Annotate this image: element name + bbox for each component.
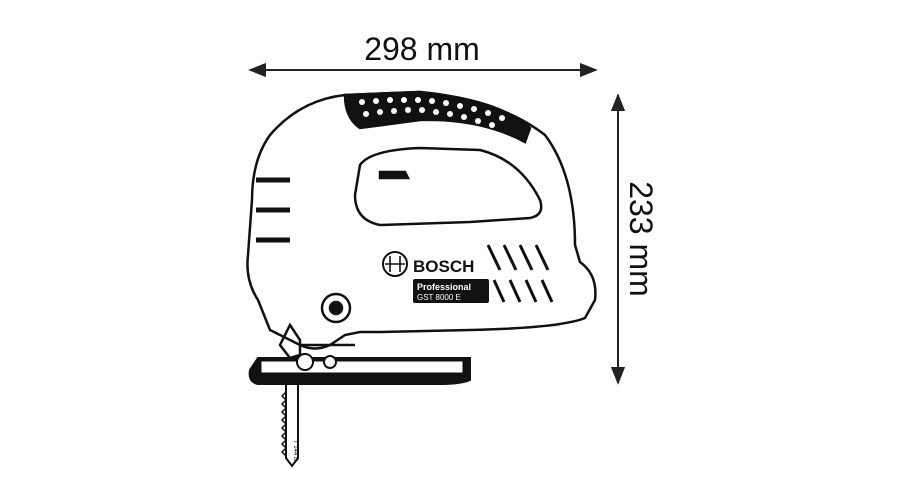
model-label: GST 8000 E [417, 293, 461, 302]
height-dimension: 233 mm [610, 93, 659, 385]
base-plate [248, 353, 471, 385]
blade: T 144 D [280, 383, 299, 468]
bosch-logo-icon [382, 251, 408, 277]
product-line-label: Professional [417, 282, 471, 292]
width-dimension-label: 298 mm [364, 31, 480, 67]
model-badge: Professional GST 8000 E [413, 279, 489, 303]
width-dimension: 298 mm [248, 31, 598, 78]
jigsaw-body [246, 90, 597, 360]
height-dimension-label: 233 mm [623, 181, 659, 297]
grip-dots-icon [359, 97, 505, 128]
brand-label: BOSCH [413, 257, 474, 276]
blade-marking: T 144 D [292, 440, 298, 462]
